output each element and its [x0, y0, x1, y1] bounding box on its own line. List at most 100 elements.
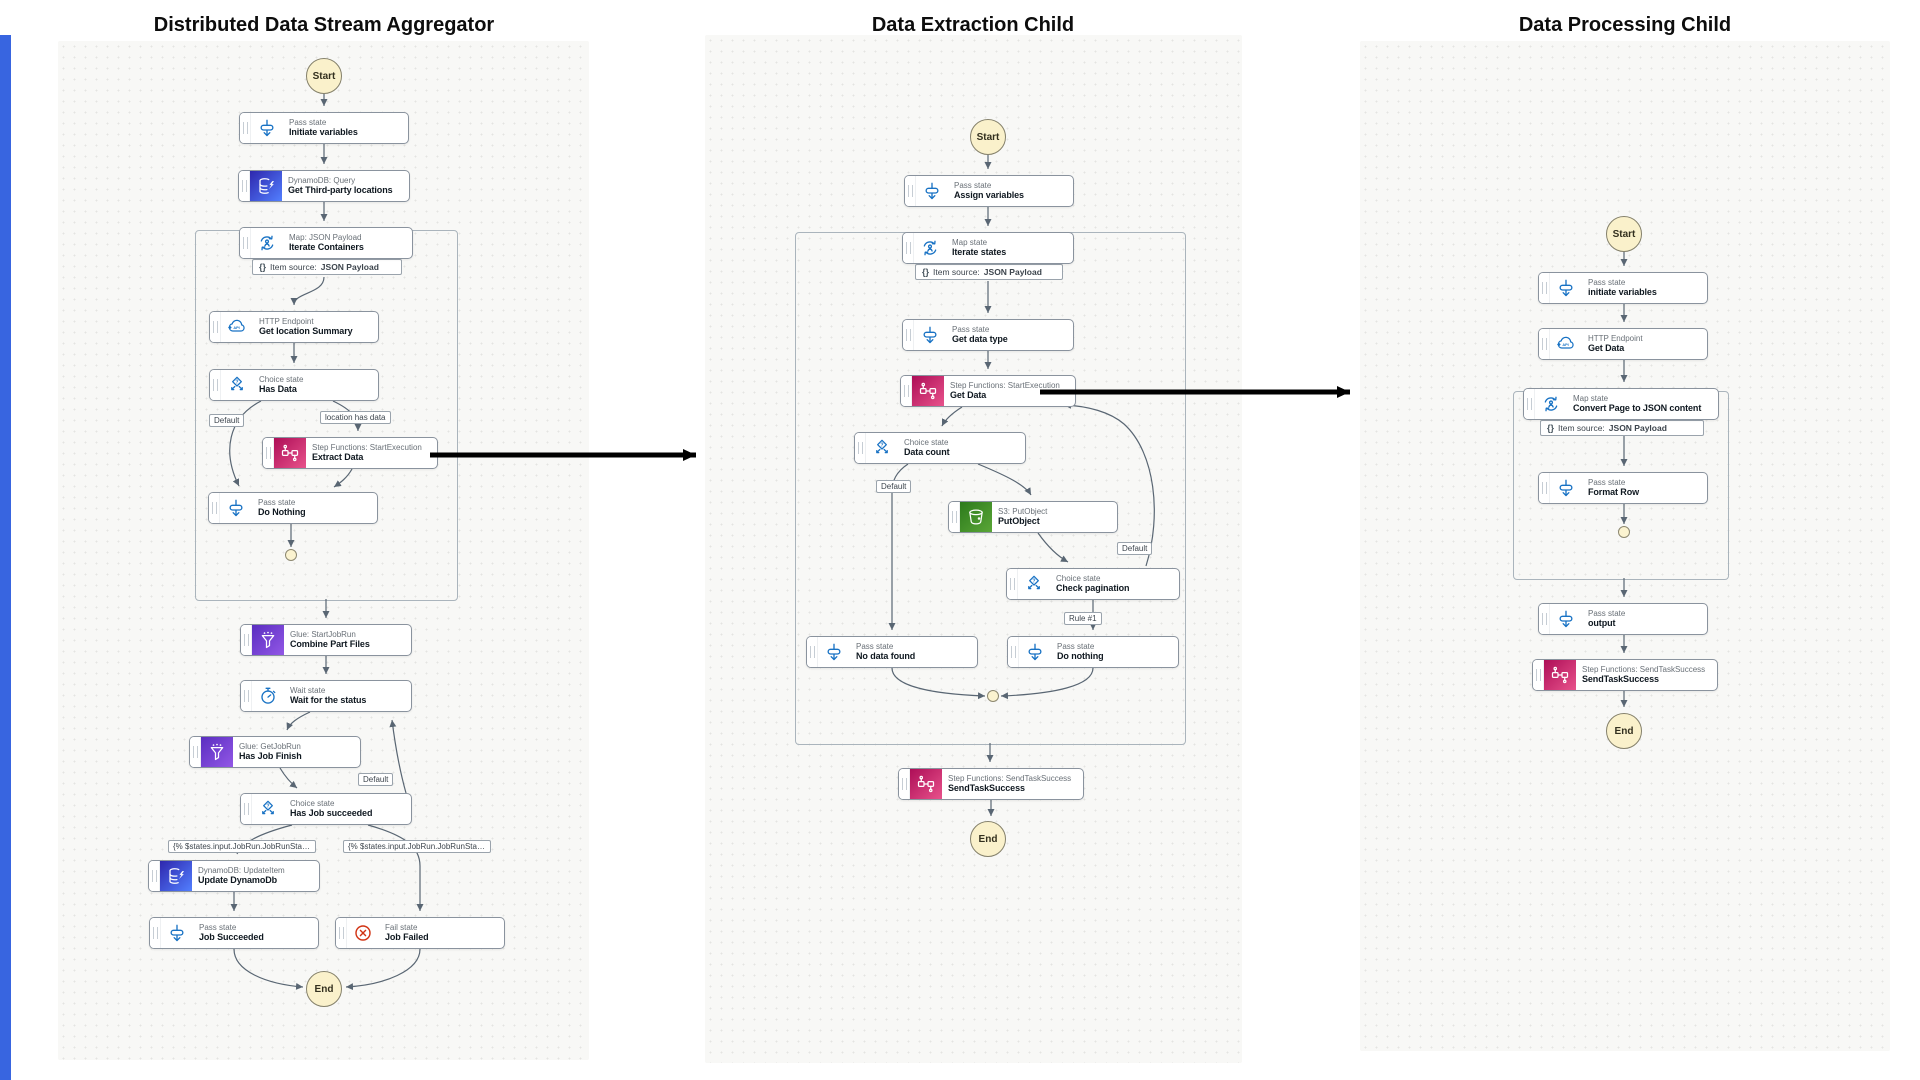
drag-handle[interactable] [240, 228, 251, 258]
drag-handle[interactable] [190, 737, 201, 767]
drag-handle[interactable] [1539, 273, 1550, 303]
drag-handle[interactable] [949, 502, 960, 532]
drag-handle[interactable] [336, 918, 347, 948]
panel-canvas-processing[interactable] [1360, 41, 1890, 1051]
node-type-label: Fail state [385, 922, 418, 932]
node-type-label: Pass state [1588, 608, 1626, 618]
node-type-label: Choice state [904, 437, 949, 447]
node-type-label: Map state [952, 237, 988, 247]
edge-label-pagination-default: Default [1117, 542, 1153, 555]
drag-handle[interactable] [1007, 569, 1018, 599]
drag-handle[interactable] [899, 769, 910, 799]
panel-title-processing: Data Processing Child [1518, 14, 1732, 36]
node-type-label: DynamoDB: Query [288, 175, 356, 185]
pass-state-icon [1019, 637, 1051, 667]
item-source-chip: {}Item source:JSON Payload [1540, 420, 1704, 436]
node-type-label: Step Functions: StartExecution [950, 380, 1060, 390]
edge-label-has-data-default: Default [209, 414, 245, 427]
map-end-junction [1618, 526, 1630, 538]
node-name: Assign variables [954, 190, 1024, 201]
node-type-label: Pass state [952, 324, 990, 334]
map-end-junction [987, 690, 999, 702]
node-name: Has Data [259, 384, 297, 395]
drag-handle[interactable] [1539, 473, 1550, 503]
drag-handle[interactable] [241, 625, 252, 655]
choice-state-icon: ? [866, 433, 898, 463]
drag-handle[interactable] [1539, 329, 1550, 359]
step-functions-icon [1544, 660, 1576, 690]
drag-handle[interactable] [210, 312, 221, 342]
drag-handle[interactable] [901, 376, 912, 406]
pass-state-icon [1550, 273, 1582, 303]
drag-handle[interactable] [1533, 660, 1544, 690]
start-node: Start [970, 119, 1006, 155]
pass-state-icon [916, 176, 948, 206]
drag-handle[interactable] [241, 794, 252, 824]
drag-handle[interactable] [903, 233, 914, 263]
drag-handle[interactable] [239, 171, 250, 201]
panel-title-extraction: Data Extraction Child [871, 14, 1075, 36]
node-type-label: Pass state [289, 117, 327, 127]
drag-handle[interactable] [855, 433, 866, 463]
drag-handle[interactable] [209, 493, 220, 523]
node-name: Get Third-party locations [288, 185, 393, 196]
drag-handle[interactable] [241, 681, 252, 711]
drag-handle[interactable] [210, 370, 221, 400]
drag-handle[interactable] [263, 438, 274, 468]
wait-clock-icon [252, 681, 284, 711]
glue-icon [201, 737, 233, 767]
node-type-label: Pass state [258, 497, 296, 507]
drag-handle[interactable] [1539, 604, 1550, 634]
edge-label-location-has-data: location has data [320, 411, 391, 424]
node-type-label: HTTP Endpoint [1588, 333, 1643, 343]
step-functions-icon [910, 769, 942, 799]
start-node: Start [306, 58, 342, 94]
drag-handle[interactable] [905, 176, 916, 206]
drag-handle[interactable] [807, 637, 818, 667]
node-type-label: Pass state [199, 922, 237, 932]
drag-handle[interactable] [150, 918, 161, 948]
drag-handle[interactable] [1008, 637, 1019, 667]
drag-handle[interactable] [240, 113, 251, 143]
node-type-label: Step Functions: SendTaskSuccess [1582, 664, 1706, 674]
item-source-prefix: Item source: [933, 267, 980, 277]
drag-handle[interactable] [1524, 389, 1535, 419]
drag-handle[interactable] [903, 320, 914, 350]
dynamodb-icon [250, 171, 282, 201]
drag-handle[interactable] [149, 861, 160, 891]
